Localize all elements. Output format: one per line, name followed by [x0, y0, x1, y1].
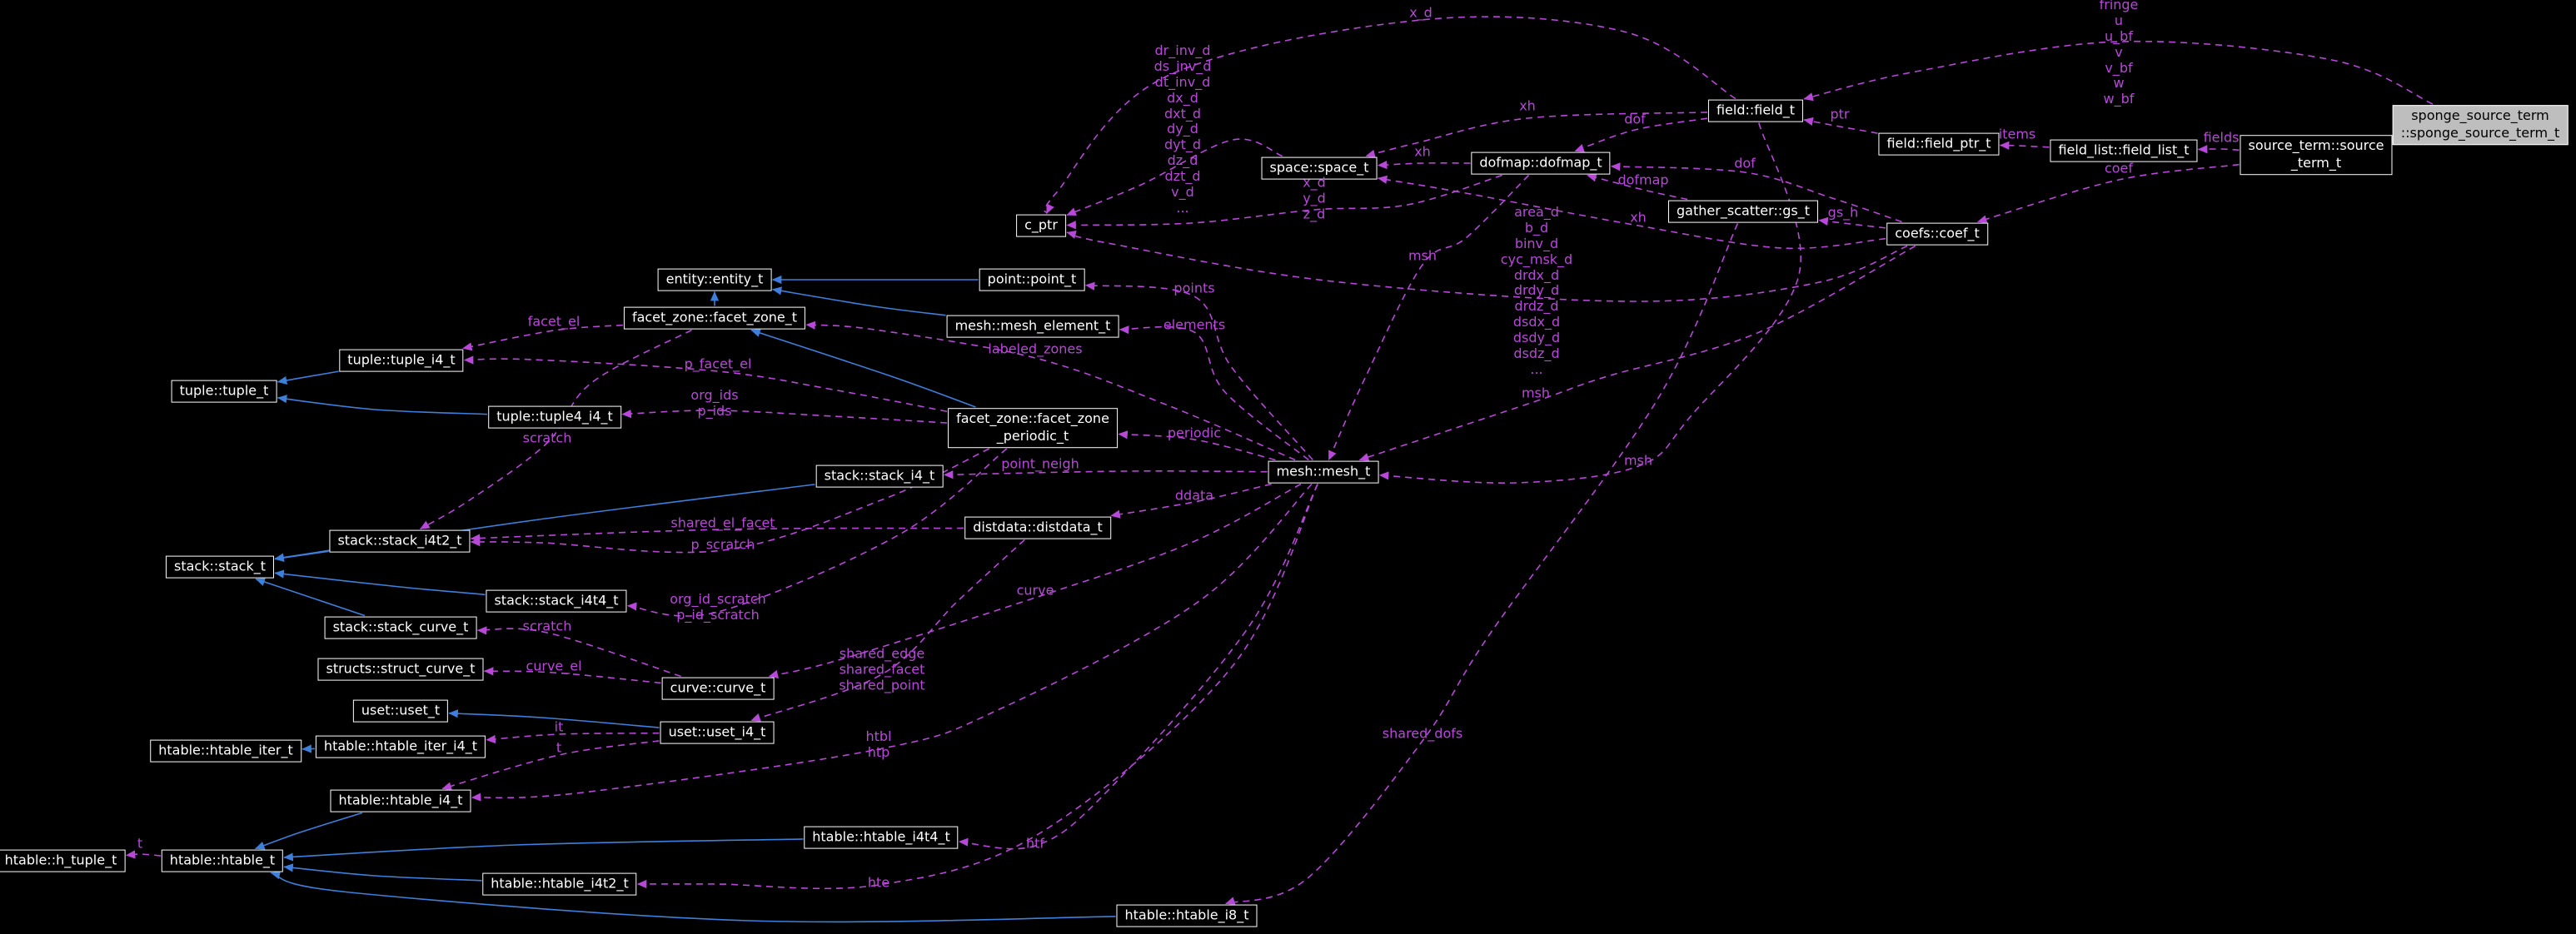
- node-sponge[interactable]: sponge_source_term ::sponge_source_term_…: [2392, 105, 2569, 145]
- node-uset_i4[interactable]: uset::uset_i4_t: [660, 721, 775, 744]
- edge-mesh-facet_zone_periodic: [1118, 430, 1276, 461]
- edge-field-mesh: [1378, 122, 1801, 484]
- edge-mesh-point: [1084, 281, 1313, 461]
- edge-distdata-stack_i4t2: [470, 527, 964, 543]
- edge-mesh-htable_i4t4: [958, 484, 1318, 850]
- node-htable_i4t2[interactable]: htable::htable_i4t2_t: [482, 872, 637, 896]
- node-dofmap[interactable]: dofmap::dofmap_t: [1471, 152, 1611, 175]
- node-tuple[interactable]: tuple::tuple_t: [171, 380, 277, 403]
- edge-htable-h_tuple: [125, 850, 162, 859]
- edge-coef-dofmap: [1610, 162, 1902, 223]
- node-source_term[interactable]: source_term::source _term_t: [2240, 135, 2393, 175]
- edge-htable_i4-htable: [255, 812, 363, 850]
- edge-mesh-stack_i4: [943, 470, 1268, 479]
- node-coef[interactable]: coefs::coef_t: [1886, 222, 1988, 246]
- edge-facet_zone_periodic-facet_zone: [750, 329, 976, 408]
- edge-source_term-coef: [1977, 163, 2240, 224]
- node-field[interactable]: field::field_t: [1707, 99, 1804, 122]
- node-mesh_element[interactable]: mesh::mesh_element_t: [946, 315, 1119, 338]
- node-entity[interactable]: entity::entity_t: [657, 268, 772, 291]
- edge-htable_i4t4-htable: [283, 838, 804, 862]
- node-htable_i8[interactable]: htable::htable_i8_t: [1116, 904, 1258, 927]
- edge-tuple_i4-tuple: [277, 370, 339, 385]
- edge-coef-space: [1377, 175, 1886, 250]
- edge-htable_i8-htable: [270, 871, 1116, 923]
- node-field_list[interactable]: field_list::field_list_t: [2050, 139, 2198, 162]
- edge-coef-gs: [1818, 216, 1886, 229]
- node-c_ptr[interactable]: c_ptr: [1016, 214, 1066, 237]
- edge-dofmap-c_ptr: [1066, 174, 1502, 230]
- edge-uset_i4-htable_i4: [441, 740, 660, 791]
- edge-stack_i4t4-stack: [274, 569, 486, 596]
- node-htable[interactable]: htable::htable_t: [161, 849, 284, 872]
- edge-field_list-field_ptr: [1999, 141, 2050, 150]
- node-stack_i4t4[interactable]: stack::stack_i4t4_t: [486, 589, 627, 613]
- edge-facet_zone_periodic-tuple4_i4: [621, 410, 948, 424]
- node-struct_curve[interactable]: structs::struct_curve_t: [317, 658, 484, 681]
- node-gs[interactable]: gather_scatter::gs_t: [1668, 200, 1818, 223]
- node-htable_i4[interactable]: htable::htable_i4_t: [330, 789, 471, 812]
- node-stack_i4t2[interactable]: stack::stack_i4t2_t: [329, 529, 471, 553]
- node-space[interactable]: space::space_t: [1261, 156, 1378, 180]
- edge-stack_curve-stack: [255, 578, 366, 617]
- node-point[interactable]: point::point_t: [979, 268, 1085, 291]
- edge-tuple4_i4-tuple: [277, 395, 488, 415]
- edge-curve-struct_curve: [483, 667, 661, 684]
- node-stack_i4[interactable]: stack::stack_i4_t: [815, 465, 944, 488]
- edge-coef-mesh: [1358, 245, 1916, 461]
- edge-gs-dofmap: [1587, 173, 1688, 201]
- node-facet_zone[interactable]: facet_zone::facet_zone_t: [623, 306, 806, 330]
- node-h_tuple[interactable]: htable::h_tuple_t: [0, 849, 126, 872]
- edge-field-space: [1365, 112, 1708, 158]
- edge-mesh-curve: [768, 483, 1302, 678]
- node-tuple4_i4[interactable]: tuple::tuple4_i4_t: [488, 405, 621, 429]
- edge-facet_zone_periodic-stack_i4t4: [626, 448, 1008, 617]
- edge-field-dofmap: [1574, 117, 1708, 152]
- edge-mesh-htable_i4: [471, 483, 1313, 802]
- node-mesh[interactable]: mesh::mesh_t: [1268, 460, 1379, 484]
- edge-mesh_element-entity: [771, 286, 946, 316]
- node-distdata[interactable]: distdata::distdata_t: [964, 516, 1111, 539]
- edge-space-c_ptr: [1066, 138, 1283, 216]
- node-facet_zone_periodic[interactable]: facet_zone::facet_zone _periodic_t: [948, 408, 1118, 448]
- edge-facet_zone-stack_i4t2: [420, 329, 692, 530]
- node-stack_curve[interactable]: stack::stack_curve_t: [324, 616, 477, 639]
- edge-facet_zone_periodic-tuple_i4: [463, 355, 948, 413]
- node-htable_i4t4[interactable]: htable::htable_i4t4_t: [804, 826, 959, 849]
- edge-field-c_ptr: [1044, 16, 1736, 215]
- edge-dofmap-space: [1377, 160, 1471, 170]
- edge-curve-stack_curve: [476, 626, 681, 678]
- edge-source_term-field_list: [2197, 145, 2240, 154]
- edge-coef-c_ptr: [1066, 230, 1908, 302]
- edge-distdata-uset_i4: [750, 539, 1025, 722]
- edge-stack_i4t2-stack: [274, 550, 329, 563]
- edge-field_ptr-field: [1803, 117, 1878, 134]
- edge-facet_zone-tuple_i4: [462, 324, 624, 351]
- node-field_ptr[interactable]: field::field_ptr_t: [1878, 132, 2000, 156]
- edge-mesh-htable_i4t2: [636, 484, 1318, 890]
- edge-mesh-facet_zone: [805, 320, 1296, 461]
- node-tuple_i4[interactable]: tuple::tuple_i4_t: [339, 349, 464, 372]
- edge-mesh-distdata: [1110, 483, 1272, 519]
- edge-uset_i4-uset: [448, 709, 660, 728]
- edge-mesh-mesh_element: [1119, 325, 1309, 461]
- edge-gs-htable_i8: [1225, 223, 1739, 906]
- node-uset[interactable]: uset::uset_t: [352, 699, 449, 723]
- node-curve[interactable]: curve::curve_t: [661, 677, 775, 700]
- node-htable_iter_i4[interactable]: htable::htable_iter_i4_t: [315, 735, 486, 758]
- edge-uset_i4-htable_iter_i4: [486, 732, 660, 744]
- edge-dofmap-mesh: [1328, 174, 1530, 461]
- node-htable_iter[interactable]: htable::htable_iter_t: [150, 739, 301, 763]
- edge-htable_i4t2-htable: [283, 863, 482, 882]
- edge-sponge-field: [1803, 40, 2434, 105]
- node-stack[interactable]: stack::stack_t: [165, 555, 275, 579]
